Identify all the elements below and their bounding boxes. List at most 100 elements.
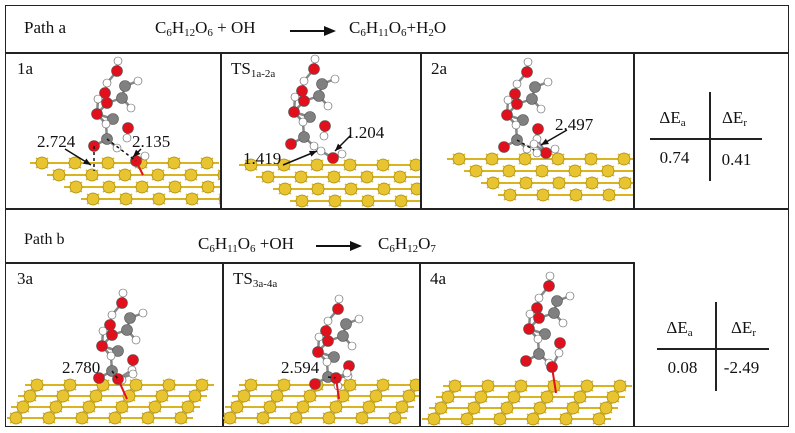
hydrogen-atom [533,334,543,344]
formula-subscript: 2 [428,27,434,39]
structure-panel-1a: 1a 2.724 2.135 [7,53,220,208]
label-subscript: 1a-2a [250,68,276,80]
hydrogen-atom [525,309,535,319]
hydrogen-atom [532,148,542,158]
hydrogen-atom [314,332,324,342]
formula-text: C [198,234,210,253]
gold-atom [23,389,37,403]
structure-3a-image [7,288,214,425]
carbon-atom [121,324,133,336]
oxygen-atom [543,280,555,292]
gold-atom [263,400,277,414]
gold-atom [355,411,369,425]
carbon-atom [124,312,136,324]
atom-bond [135,160,144,176]
hydrogen-atom [323,101,333,111]
hydrogen-atom [554,348,564,358]
label-subscript: a [680,117,686,129]
carbon-atom [539,328,551,340]
distance-dashed-line [111,370,119,380]
gold-atom [540,390,554,404]
hydrogen-atom [545,271,555,281]
oxygen-atom [501,109,513,121]
formula-subscript: 12 [184,27,196,39]
table-rule [650,138,762,140]
reaction-arrow-icon [316,242,362,250]
gold-atom [441,390,455,404]
gold-atom [244,158,258,172]
gold-atom [75,411,89,425]
label-main: 2a [431,59,448,78]
gold-atom [296,400,310,414]
carbon-atom [533,348,545,360]
hydrogen-atom [550,144,560,154]
structure-2a-image [447,57,633,202]
carbon-atom [116,92,128,104]
carbon-atom [119,80,131,92]
oxygen-atom [288,106,300,118]
distance-label: 2.780 [62,358,101,377]
formula-subscript: 6 [401,27,407,39]
hydrogen-atom [503,95,513,105]
label-subscript: 3a-4a [252,278,278,290]
oxygen-atom [127,354,139,366]
gold-atom [394,194,408,208]
hydrogen-atom [330,74,340,84]
hydrogen-atom [536,104,546,114]
gold-atom [185,192,199,206]
gold-atom [30,378,44,392]
structure-panel-3a: 3a 2.780 [7,263,222,427]
hydrogen-atom [290,92,300,102]
hydrogen-atom [322,357,332,367]
gold-atom [448,379,462,393]
label-main: 1a [17,59,34,78]
gold-atom [393,170,407,184]
gold-atom [256,411,270,425]
structure-panel-2a: 2a 2.497 [421,53,633,208]
oxygen-atom [312,346,324,358]
gold-atom [361,194,375,208]
hydrogen-atom [113,56,123,66]
hydrogen-atom [543,77,553,87]
hydrogen-atom [319,131,329,141]
gold-atom [16,400,30,414]
hydrogen-atom [334,294,344,304]
formula-subscript: 6 [389,243,395,255]
label-main: TS [231,59,251,78]
oxygen-atom [498,141,510,153]
panel-label: TS3a-4a [233,269,277,290]
gold-atom [49,400,63,414]
formula-subscript: 11 [227,243,238,255]
structure-panel-ts-1a-2a: TS1a-2a 1.419 1.204 [221,53,420,208]
gold-atom [485,152,499,166]
oxygen-atom [322,335,334,347]
hydrogen-atom [299,76,309,86]
label-main: 4a [430,269,447,288]
gold-atom [9,411,23,425]
hydrogen-atom [523,57,533,67]
carbon-atom [526,93,538,105]
gold-atom [151,168,165,182]
gold-atom [602,188,616,202]
gold-atom [155,389,169,403]
gold-atom [377,182,391,196]
ea-value: 0.74 [659,148,690,167]
hydrogen-atom [511,120,521,130]
gold-atom [42,411,56,425]
gold-atom [310,158,324,172]
gold-atom [68,156,82,170]
panel-label: 1a [17,59,33,79]
path-b-products: C6H12O7 [378,234,436,255]
gold-atom [500,401,514,415]
gold-atom [592,412,606,426]
divider [633,262,635,427]
gold-atom [613,379,627,393]
carbon-atom [551,295,563,307]
carbon-atom [337,330,349,342]
carbon-atom [529,81,541,93]
hydrogen-atom [323,316,333,326]
gold-atom [69,180,83,194]
energy-table-path-b: ΔEa ΔEr 0.08 -2.49 [652,302,772,392]
distance-arrow-icon [541,138,549,145]
